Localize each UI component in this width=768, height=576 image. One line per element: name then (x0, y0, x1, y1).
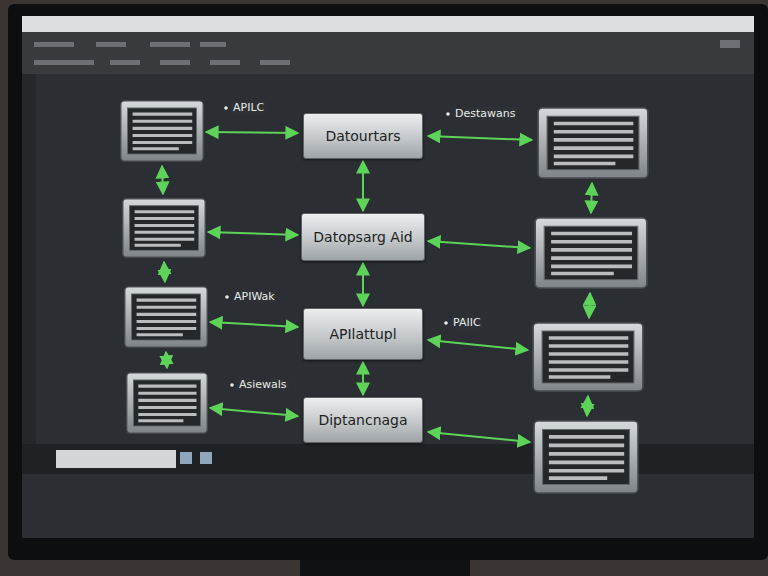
side-panel (22, 74, 36, 444)
connection-label: APIWak (232, 290, 277, 303)
connector-arrow (362, 362, 364, 395)
process-box: Datopsarg Aid (301, 213, 425, 261)
monitor-stand (300, 560, 470, 576)
process-box: Datourtars (303, 113, 423, 159)
taskbar (22, 444, 754, 474)
box-label: Datourtars (325, 128, 400, 144)
vent-icons (121, 101, 648, 493)
toolbar (22, 32, 754, 74)
connector-arrow (362, 263, 364, 306)
box-label: Datopsarg Aid (313, 229, 412, 245)
connection-label: APILC (231, 101, 266, 114)
connection-label: Destawans (453, 107, 517, 120)
green-arrows (162, 132, 592, 442)
connection-label: PAIIC (451, 316, 483, 329)
screen-lower (22, 474, 754, 538)
bullet-dots (224, 106, 450, 387)
box-label: Diptancnaga (318, 412, 407, 428)
process-box: APIlattupl (303, 308, 423, 360)
taskbar-icon (180, 452, 192, 464)
taskbar-icon (200, 452, 212, 464)
connection-label: Asiewals (237, 378, 289, 391)
box-label: APIlattupl (329, 326, 396, 342)
process-box: Diptancnaga (303, 397, 423, 443)
screen (22, 16, 754, 538)
connector-arrow (362, 161, 364, 211)
search-box (56, 450, 176, 468)
toolbar-items (34, 40, 740, 65)
monitor-bezel (8, 4, 768, 560)
title-bar (22, 16, 754, 32)
